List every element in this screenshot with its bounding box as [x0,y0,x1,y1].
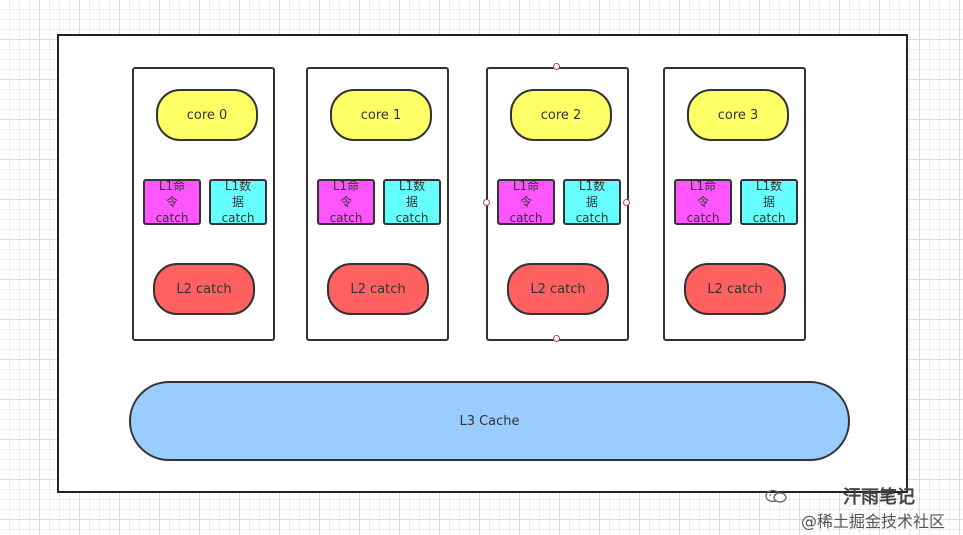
core-block-1[interactable]: core 1 L1命 令 catch L1数 据 catch L2 catch [306,67,449,341]
watermark: 汗雨笔记 @稀土掘金技术社区 [745,483,945,531]
watermark-community: @稀土掘金技术社区 [800,512,945,531]
core-label: core 3 [687,89,789,141]
selection-handle-bottom[interactable] [553,335,560,342]
l2-cache: L2 catch [327,263,429,315]
selection-handle-right[interactable] [623,199,630,206]
core-label: core 0 [156,89,258,141]
core-label: core 2 [510,89,612,141]
l1-instruction-cache: L1命 令 catch [674,179,732,225]
l3-cache[interactable]: L3 Cache [129,381,850,461]
l1-data-cache: L1数 据 catch [740,179,798,225]
l2-cache: L2 catch [507,263,609,315]
l1-data-cache: L1数 据 catch [563,179,621,225]
l2-cache: L2 catch [153,263,255,315]
l1-instruction-cache: L1命 令 catch [143,179,201,225]
core-block-0[interactable]: core 0 L1命 令 catch L1数 据 catch L2 catch [132,67,275,341]
l1-data-cache: L1数 据 catch [209,179,267,225]
core-label: core 1 [330,89,432,141]
l1-data-cache: L1数 据 catch [383,179,441,225]
watermark-account: 汗雨笔记 [843,487,915,508]
l2-cache: L2 catch [684,263,786,315]
l1-instruction-cache: L1命 令 catch [497,179,555,225]
core-block-3[interactable]: core 3 L1命 令 catch L1数 据 catch L2 catch [663,67,806,341]
wechat-icon [765,489,787,503]
selection-handle-left[interactable] [483,199,490,206]
core-block-2[interactable]: core 2 L1命 令 catch L1数 据 catch L2 catch [486,67,629,341]
l1-instruction-cache: L1命 令 catch [317,179,375,225]
selection-handle-top[interactable] [553,63,560,70]
